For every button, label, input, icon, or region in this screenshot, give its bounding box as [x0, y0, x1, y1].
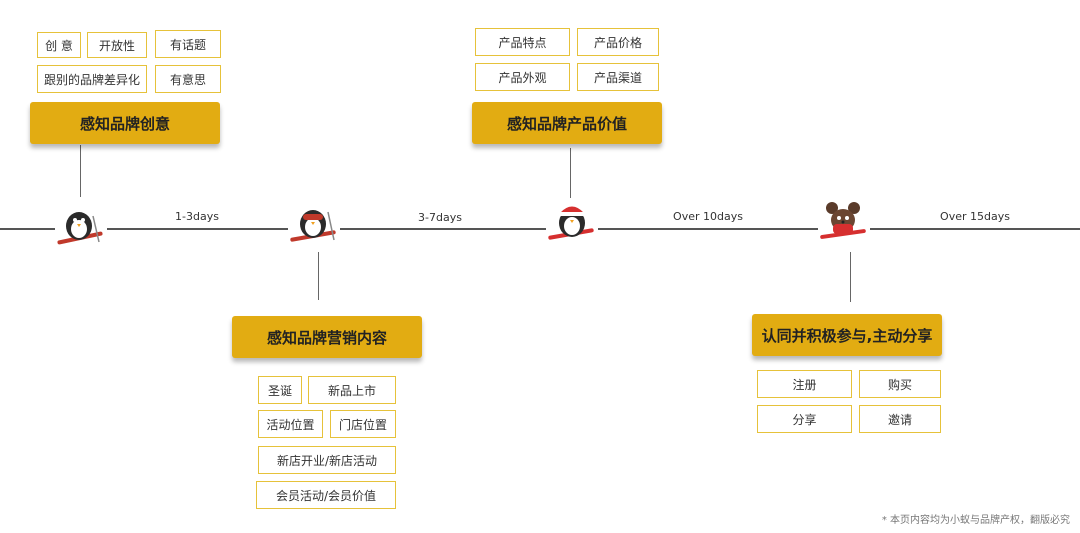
tag-register: 注册	[757, 370, 852, 398]
tag-interesting: 有意思	[155, 65, 221, 93]
duration-label-2: 3-7days	[418, 211, 462, 224]
duration-label-4: Over 15days	[940, 210, 1010, 223]
tag-share: 分享	[757, 405, 852, 433]
duration-label-1: 1-3days	[175, 210, 219, 223]
connector-stage-4	[850, 252, 851, 302]
penguin-skier-santa-hat-icon	[546, 198, 598, 246]
stage-banner-perceive-marketing: 感知品牌营销内容	[232, 316, 422, 358]
tag-new-store-opening: 新店开业/新店活动	[258, 446, 396, 474]
tag-invite: 邀请	[859, 405, 941, 433]
connector-stage-3	[570, 148, 571, 198]
tag-topical: 有话题	[155, 30, 221, 58]
duration-label-3: Over 10days	[673, 210, 743, 223]
tag-christmas: 圣诞	[258, 376, 302, 404]
stage-banner-engage-share: 认同并积极参与,主动分享	[752, 314, 942, 356]
tag-store-location: 门店位置	[330, 410, 396, 438]
tag-product-appearance: 产品外观	[475, 63, 570, 91]
tag-differentiation: 跟别的品牌差异化	[37, 65, 147, 93]
tag-purchase: 购买	[859, 370, 941, 398]
tag-event-location: 活动位置	[258, 410, 323, 438]
tag-creativity: 创 意	[37, 32, 81, 58]
connector-stage-1	[80, 145, 81, 197]
tag-new-product-launch: 新品上市	[308, 376, 396, 404]
stage-banner-perceive-product-value: 感知品牌产品价值	[472, 102, 662, 144]
penguin-skier-icon	[55, 202, 107, 250]
connector-stage-2	[318, 252, 319, 300]
tag-member-activity: 会员活动/会员价值	[256, 481, 396, 509]
timeline-axis	[0, 228, 1080, 230]
tag-product-price: 产品价格	[577, 28, 659, 56]
tag-product-channels: 产品渠道	[577, 63, 659, 91]
tag-product-features: 产品特点	[475, 28, 570, 56]
stage-banner-perceive-creativity: 感知品牌创意	[30, 102, 220, 144]
mouse-skier-icon	[818, 198, 870, 246]
penguin-skier-goggles-icon	[288, 200, 340, 248]
copyright-note: * 本页内容均为小蚁与品牌产权，翻版必究	[881, 515, 1070, 526]
tag-openness: 开放性	[87, 32, 147, 58]
